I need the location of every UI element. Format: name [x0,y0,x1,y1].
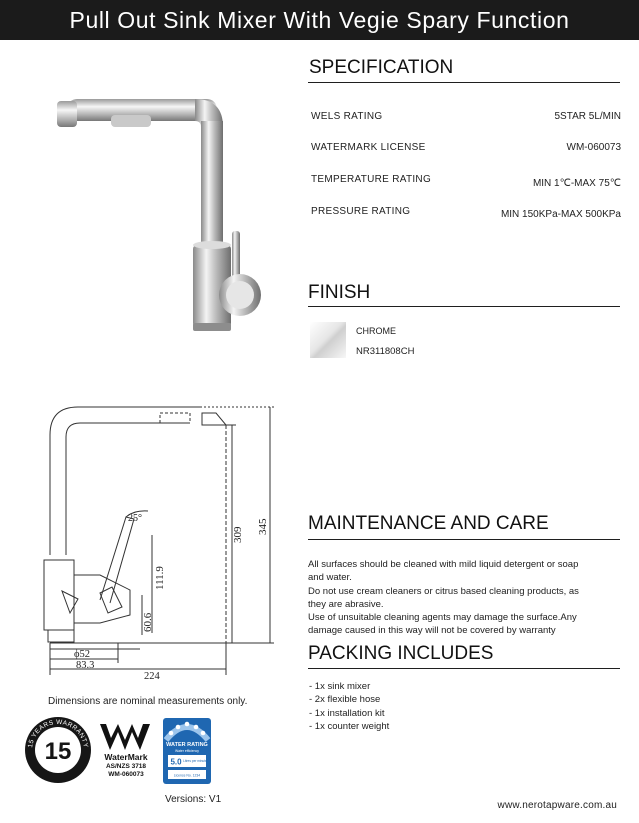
packing-heading: PACKING INCLUDES [308,643,494,664]
maintenance-heading: MAINTENANCE AND CARE [308,513,549,534]
page-title: Pull Out Sink Mixer With Vegie Spary Fun… [69,7,570,33]
spec-value-temperature: MIN 1℃-MAX 75℃ [532,178,621,189]
wels-reg: Licence No. 1234 [174,774,201,778]
dimensions-note: Dimensions are nominal measurements only… [48,696,248,707]
wels-lmin: Litres per minute [183,759,207,763]
dim-224: 224 [144,671,161,682]
product-image [57,99,261,331]
chrome-swatch [310,322,346,358]
watermark-brand: WaterMark [104,752,148,762]
version-label: Versions: V1 [165,794,222,805]
packing-rule [308,668,620,669]
spec-label-temperature: TEMPERATURE RATING [311,174,432,185]
finish-heading: FINISH [308,282,371,303]
dim-phi52: ϕ52 [74,649,90,660]
dim-309: 309 [232,526,244,543]
maintenance-line: Do not use cream cleaners or citrus base… [308,585,579,597]
finish-code: NR311808CH [356,346,415,357]
dim-111-9: 111.9 [154,566,166,590]
packing-item: - 1x installation kit [309,707,385,719]
packing-item: - 2x flexible hose [309,694,381,706]
wels-value: 5.0 [170,758,182,767]
maintenance-line: Use of unsuitable cleaning agents may da… [308,612,577,624]
finish-rule [308,306,620,307]
spec-label-watermark: WATERMARK LICENSE [311,142,426,153]
spec-label-pressure: PRESSURE RATING [311,206,411,217]
dim-83-3: 83.3 [76,660,94,671]
finish-name: CHROME [356,326,396,336]
spec-label-wels: WELS RATING [311,111,383,122]
maintenance-line: they are abrasive. [308,598,384,610]
specification-rule [308,82,620,83]
star-icon [168,721,206,736]
dim-angle: 25° [128,513,142,524]
spec-value-wels: 5STAR 5L/MIN [554,111,622,122]
maintenance-rule [308,539,620,540]
watermark-code: WM-060073 [108,771,144,778]
maintenance-line: and water. [308,572,352,584]
spec-value-pressure: MIN 150KPa-MAX 500KPa [500,209,621,220]
title-bar [0,0,639,40]
maintenance-line: All surfaces should be cleaned with mild… [308,559,579,570]
technical-drawing: 25° 111.9 60.6 309 345 ϕ52 83.3 224 [43,406,274,682]
watermark-standard: AS/NZS 3718 [105,763,147,770]
maintenance-line: damage caused in this way will not be co… [308,625,556,637]
specification-heading: SPECIFICATION [309,57,454,78]
wels-sub: Water efficiency [175,749,199,753]
watermark-logo [100,724,150,750]
spec-value-watermark: WM-060073 [566,142,621,153]
wels-rating-label: WATER RATING Water efficiency 5.0 Litres… [163,718,211,784]
packing-item: - 1x sink mixer [309,681,371,692]
packing-item: - 1x counter weight [309,720,390,732]
warranty-number: 15 [45,738,72,765]
website-link[interactable]: www.nerotapware.com.au [497,800,617,811]
dim-60-6: 60.6 [142,612,154,632]
wels-header: WATER RATING [166,742,208,748]
dim-345: 345 [257,518,269,535]
warranty-badge: 15 YEARS WARRANTY 15 [25,717,91,783]
